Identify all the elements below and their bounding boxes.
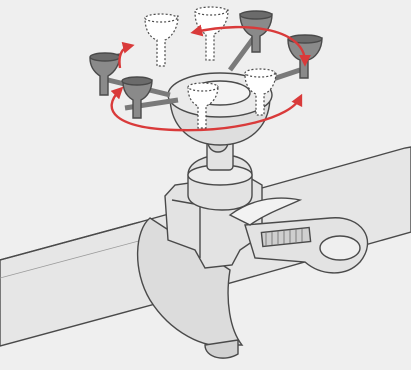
illustration-canvas — [0, 0, 411, 370]
mount-illustration — [0, 0, 411, 370]
